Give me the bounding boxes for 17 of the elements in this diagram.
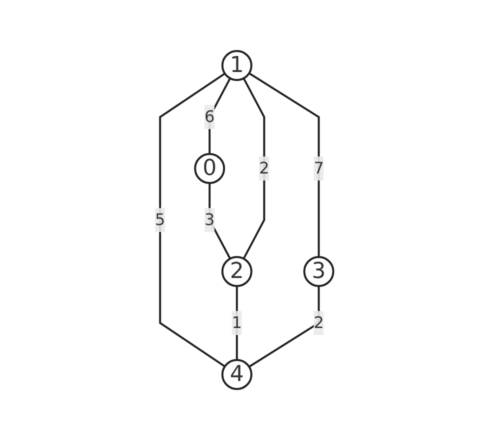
node-circle: 1 — [221, 50, 252, 81]
connector — [208, 78, 231, 154]
connector — [248, 72, 320, 257]
connector — [208, 183, 231, 260]
edge-label: 5 — [154, 210, 166, 229]
edge-label: 2 — [258, 158, 270, 178]
edge-label: 7 — [314, 158, 324, 178]
node-circle: 2 — [221, 256, 252, 287]
node-circle: 0 — [194, 153, 225, 184]
edge-label: 1 — [232, 313, 242, 332]
connector — [242, 78, 266, 260]
edge-label: 3 — [204, 210, 215, 229]
node-circle: 4 — [221, 359, 252, 390]
node-circle: 3 — [303, 256, 334, 287]
edge-label: 2 — [314, 313, 324, 332]
edge-label: 6 — [204, 107, 215, 126]
connector — [248, 286, 320, 368]
